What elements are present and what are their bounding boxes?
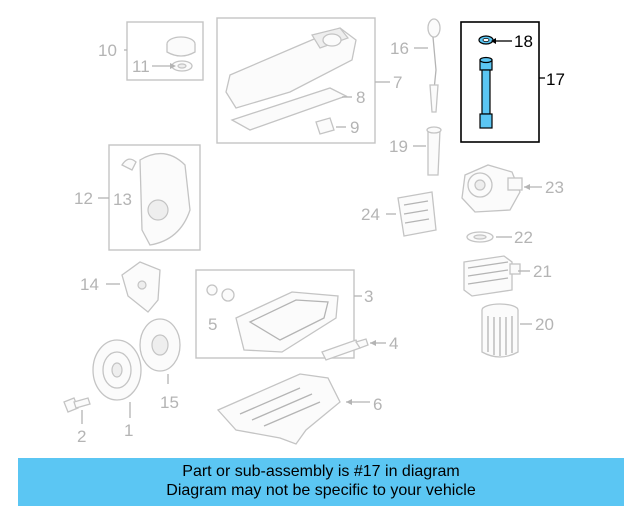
callout-5[interactable]: 5 — [208, 315, 217, 334]
dipstick-tube — [426, 126, 442, 176]
callout-23[interactable]: 23 — [545, 178, 564, 197]
callout-2[interactable]: 2 — [77, 427, 86, 446]
callout-22[interactable]: 22 — [514, 228, 533, 247]
engine-bracket — [121, 261, 161, 313]
vibration-damper — [92, 339, 142, 401]
valve-cover — [225, 27, 357, 109]
valve-cover-gasket — [230, 87, 348, 131]
callout-8[interactable]: 8 — [356, 88, 365, 107]
oil-pan — [235, 291, 339, 353]
timing-cover-seal — [121, 158, 137, 171]
callout-20[interactable]: 20 — [535, 315, 554, 334]
callout-6[interactable]: 6 — [373, 395, 382, 414]
caption-line-2: Diagram may not be specific to your vehi… — [166, 482, 476, 499]
o-ring-18 — [478, 35, 494, 45]
callout-21[interactable]: 21 — [533, 262, 552, 281]
oil-cooler-gasket-plate — [397, 191, 437, 237]
caption-banner: Part or sub-assembly is #17 in diagram D… — [18, 458, 624, 506]
callout-7[interactable]: 7 — [393, 73, 402, 92]
crank-pulley — [139, 318, 181, 372]
group-box-7 — [216, 17, 376, 144]
pulley-bolt — [63, 397, 91, 413]
oil-dipstick — [427, 18, 441, 113]
callout-19[interactable]: 19 — [389, 137, 408, 156]
splash-shield — [216, 373, 341, 445]
callout-11[interactable]: 11 — [132, 57, 150, 76]
timing-cover — [139, 153, 191, 246]
group-box-3 — [195, 269, 355, 359]
oil-filter-housing — [461, 164, 523, 213]
breather-fitting — [315, 117, 335, 135]
callout-9[interactable]: 9 — [350, 118, 359, 137]
callout-17[interactable]: 17 — [546, 70, 565, 89]
parts-diagram: 10 11 8 7 9 16 19 18 — [63, 17, 565, 446]
callout-16[interactable]: 16 — [390, 39, 409, 58]
callout-1[interactable]: 1 — [124, 421, 133, 440]
callout-13[interactable]: 13 — [113, 190, 132, 209]
callout-12[interactable]: 12 — [74, 189, 93, 208]
callout-15[interactable]: 15 — [160, 393, 179, 412]
caption-line-1: Part or sub-assembly is #17 in diagram — [182, 463, 460, 480]
tube-17 — [479, 56, 493, 129]
housing-gasket — [466, 231, 494, 243]
oil-filler-cap — [166, 36, 196, 57]
callout-18[interactable]: 18 — [514, 32, 533, 51]
callout-3[interactable]: 3 — [364, 287, 373, 306]
sealant-tube — [321, 338, 369, 361]
group-box-10 — [126, 21, 204, 81]
oil-filter — [481, 303, 519, 358]
oil-cooler — [463, 255, 521, 297]
group-box-17 — [460, 21, 540, 143]
callout-14[interactable]: 14 — [80, 275, 99, 294]
callout-24[interactable]: 24 — [361, 205, 380, 224]
callout-10[interactable]: 10 — [98, 41, 117, 60]
callout-4[interactable]: 4 — [389, 334, 398, 353]
drain-plug — [206, 284, 235, 302]
